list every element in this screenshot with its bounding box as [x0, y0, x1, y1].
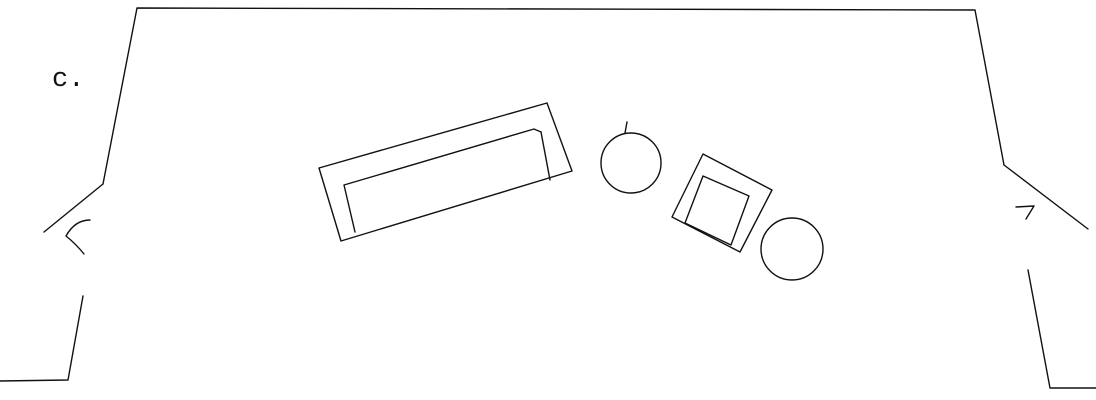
round-table-marker — [624, 121, 628, 134]
round-table — [600, 132, 662, 194]
sofa-inner — [343, 128, 542, 233]
armchair — [671, 153, 773, 253]
sofa — [318, 102, 573, 242]
figure-label: c. — [52, 65, 84, 95]
right-entrance-arrow-icon — [1015, 205, 1035, 220]
sofa-back-line — [540, 131, 551, 181]
armchair-seat — [684, 175, 750, 246]
sofa-outer — [318, 102, 573, 242]
left-proscenium-edge — [0, 295, 84, 382]
stage-outline — [102, 7, 1005, 185]
right-wing-wall — [1003, 164, 1089, 230]
left-wing-wall — [43, 183, 104, 233]
armchair-outer — [671, 153, 773, 253]
right-proscenium-edge — [1027, 269, 1096, 389]
round-stool — [760, 217, 824, 281]
left-entrance-arrow-icon — [65, 219, 91, 255]
